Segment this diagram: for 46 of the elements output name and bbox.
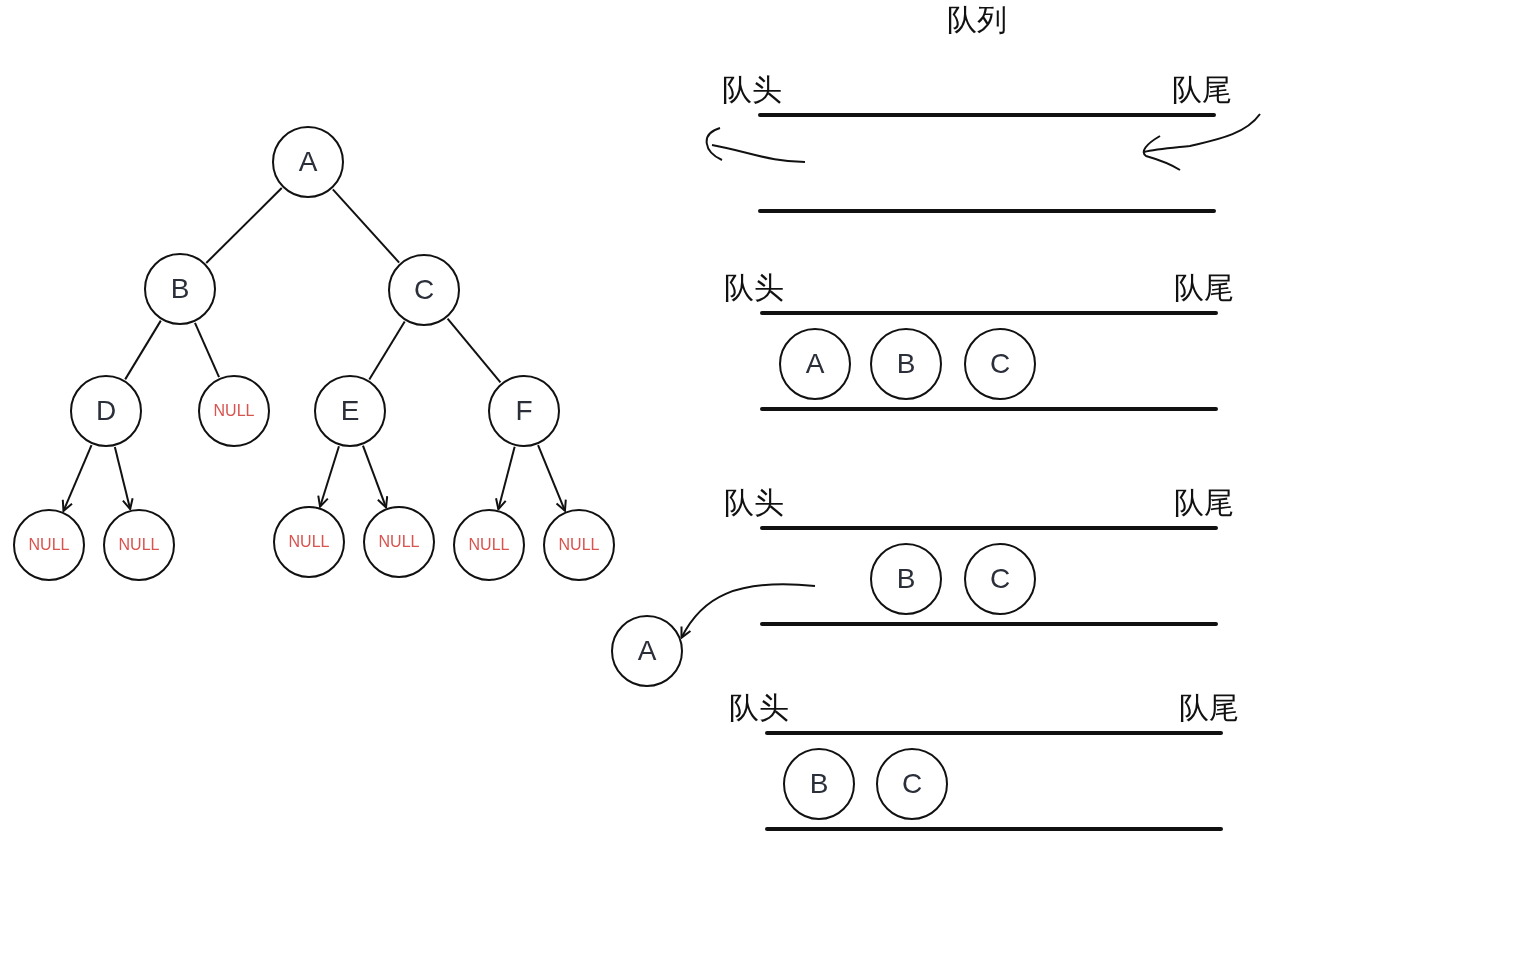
tree-node-circle	[144, 253, 216, 325]
node-label: B	[896, 348, 916, 380]
node-label: D	[95, 395, 117, 427]
queue-tail-label: 队尾	[1174, 484, 1234, 522]
tree-node-circle	[388, 254, 460, 326]
queue-head-label: 队头	[729, 689, 789, 727]
tree-node-circle	[272, 126, 344, 198]
node-label: F	[515, 395, 533, 427]
node-label: NULL	[118, 536, 160, 554]
node-label: B	[809, 768, 829, 800]
diagram-title: 队列	[947, 1, 1007, 39]
node-label: NULL	[288, 533, 330, 551]
node-label: A	[298, 146, 318, 178]
connector-line	[331, 188, 401, 264]
node-label: C	[901, 768, 923, 800]
node-label: NULL	[28, 536, 70, 554]
node-label: B	[170, 273, 190, 305]
arrow	[61, 444, 93, 512]
node-label: A	[637, 635, 657, 667]
arrow	[317, 445, 340, 508]
queue-tail-label: 队尾	[1172, 71, 1232, 109]
arrow	[113, 445, 134, 511]
connector-line	[194, 321, 220, 379]
queue-tail-label: 队尾	[1174, 269, 1234, 307]
node-label: NULL	[378, 533, 420, 551]
node-label: C	[413, 274, 435, 306]
arrow	[680, 583, 816, 639]
connector-line	[446, 317, 502, 384]
queue-head-label: 队头	[724, 269, 784, 307]
arrow	[495, 445, 516, 511]
node-label: B	[896, 563, 916, 595]
queue-head-label: 队头	[722, 71, 782, 109]
connector-line	[368, 320, 406, 381]
node-label: NULL	[213, 402, 255, 420]
queue-tail-label: 队尾	[1179, 689, 1239, 727]
node-label: NULL	[468, 536, 510, 554]
arrow	[537, 444, 567, 512]
queue-head-label: 队头	[724, 484, 784, 522]
node-label: C	[989, 348, 1011, 380]
connector-line	[205, 187, 283, 264]
node-label: E	[340, 395, 360, 427]
arrow	[361, 444, 389, 509]
connector-line	[124, 319, 162, 381]
node-label: A	[805, 348, 825, 380]
node-label: C	[989, 563, 1011, 595]
node-label: NULL	[558, 536, 600, 554]
